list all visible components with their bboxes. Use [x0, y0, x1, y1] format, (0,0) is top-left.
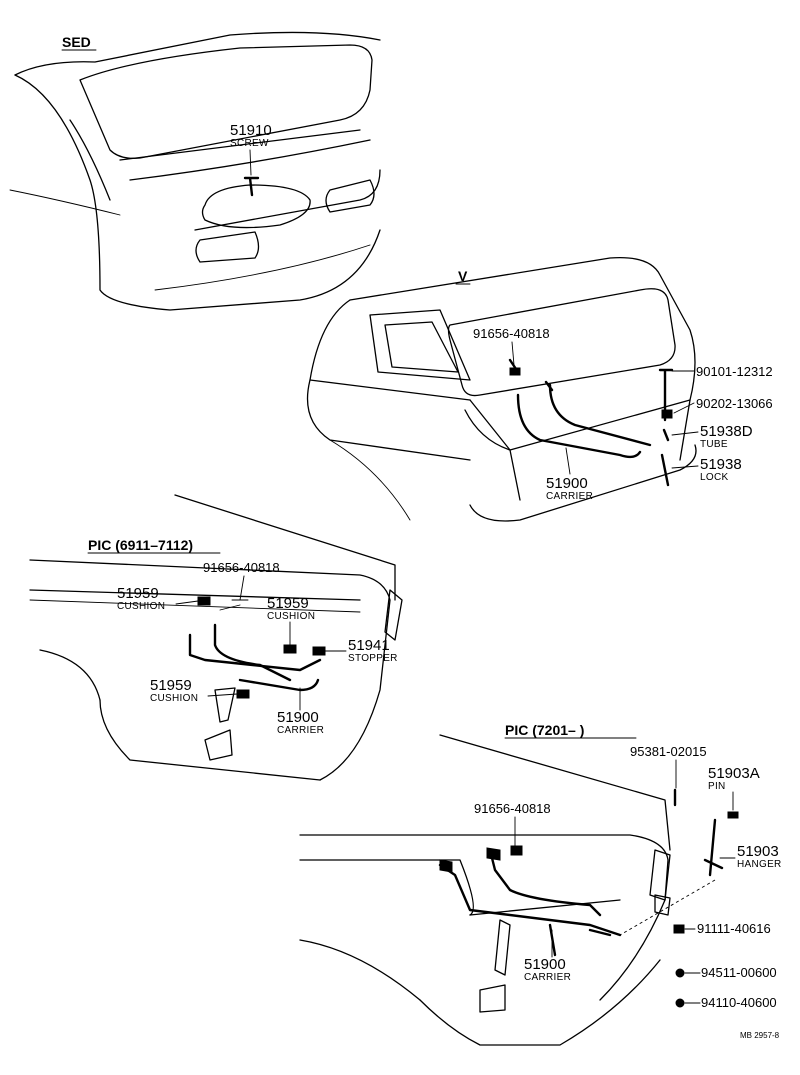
- part-51938-desc: LOCK: [700, 472, 728, 483]
- pickup-new-body: [299, 734, 724, 1046]
- part-51903a: 51903A: [708, 765, 760, 782]
- part-51941-desc: STOPPER: [348, 653, 398, 664]
- part-51959-c-desc: CUSHION: [150, 693, 198, 704]
- part-51959-b-desc: CUSHION: [267, 611, 315, 622]
- part-91656-v: 91656-40818: [473, 326, 550, 341]
- section-v: V: [458, 268, 468, 284]
- part-51910: 51910: [230, 122, 272, 139]
- part-51900-pic2-desc: CARRIER: [524, 972, 571, 983]
- part-91656-pic1: 91656-40818: [203, 560, 280, 575]
- part-94110: 94110-40600: [701, 995, 777, 1010]
- reference-code: MB 2957-8: [740, 1031, 780, 1040]
- pickup-old-body: [29, 494, 403, 781]
- part-51900-pic1: 51900: [277, 709, 319, 726]
- part-51900-pic2: 51900: [524, 956, 566, 973]
- nut-icon: [675, 998, 685, 1008]
- part-51903: 51903: [737, 843, 779, 860]
- bolt-icon: [510, 845, 523, 856]
- part-51910-desc: SCREW: [230, 138, 269, 149]
- part-51938d-number: 51938D: [700, 423, 753, 440]
- part-51903a-desc: PIN: [708, 781, 726, 792]
- part-95381: 95381-02015: [630, 744, 707, 759]
- part-91656-pic2: 91656-40818: [474, 801, 551, 816]
- section-sed: SED: [62, 34, 91, 50]
- wagon-body: [306, 256, 697, 522]
- section-pic-7201: PIC (7201– ): [505, 722, 584, 738]
- part-51900-pic1-desc: CARRIER: [277, 725, 324, 736]
- part-51959-a-desc: CUSHION: [117, 601, 165, 612]
- part-90101: 90101-12312: [696, 364, 773, 379]
- part-51941: 51941: [348, 637, 390, 654]
- part-51903-desc: HANGER: [737, 859, 782, 870]
- part-51938: 51938: [700, 456, 742, 473]
- section-pic-6911-7112: PIC (6911–7112): [88, 537, 193, 553]
- washer-icon: [675, 968, 685, 978]
- part-94511: 94511-00600: [701, 965, 777, 980]
- part-51938d-desc: TUBE: [700, 439, 728, 450]
- part-51900-v: 51900: [546, 475, 588, 492]
- part-51959-b: 51959: [267, 595, 309, 612]
- part-51959-a: 51959: [117, 585, 159, 602]
- pin-icon: [727, 811, 739, 819]
- bolt-91111-icon: [673, 924, 685, 934]
- sedan-body: [9, 31, 381, 311]
- part-91111: 91111-40616: [697, 921, 771, 936]
- part-51900-v-desc: CARRIER: [546, 491, 593, 502]
- part-51959-c: 51959: [150, 677, 192, 694]
- part-90202: 90202-13066: [696, 396, 773, 411]
